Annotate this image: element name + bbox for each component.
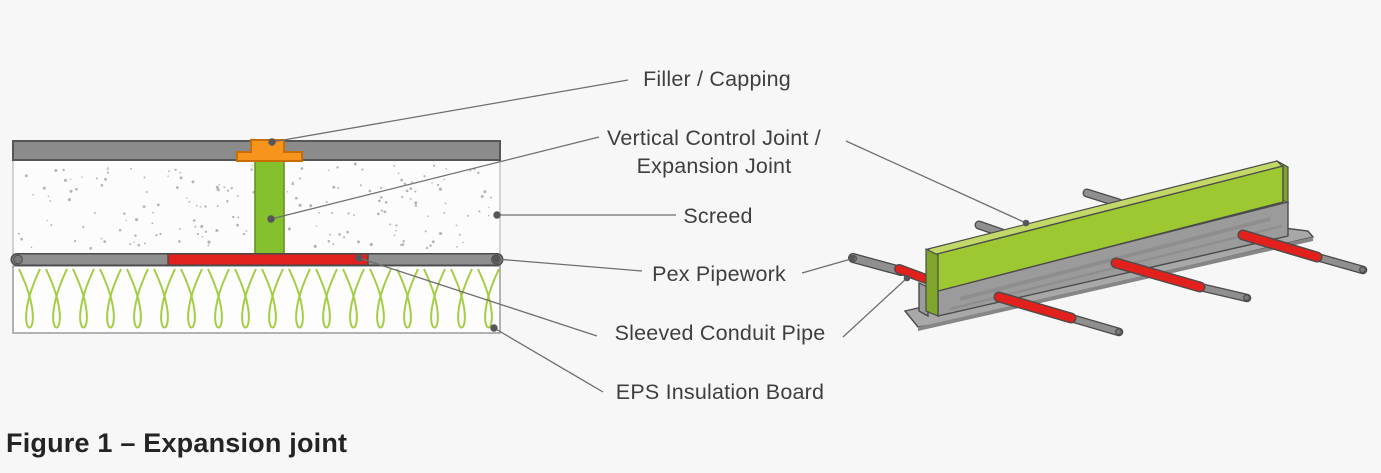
leader-vcj-left	[270, 136, 600, 220]
sleeved-conduit-section	[167, 253, 369, 266]
label-eps-insulation-board: EPS Insulation Board	[615, 380, 825, 404]
leader-dot-sleeved-right	[903, 274, 911, 282]
eps-loop-hatch	[18, 268, 500, 329]
leader-dot-pex-left	[492, 255, 500, 263]
expansion-board	[925, 159, 1289, 317]
leader-sleeved-left	[358, 257, 598, 337]
label-vcj-line2: Expansion Joint	[636, 154, 792, 178]
label-filler-capping: Filler / Capping	[643, 67, 791, 91]
label-vcj-line1: Vertical Control Joint /	[607, 126, 821, 150]
leader-dot-vcj-left	[267, 215, 275, 223]
leader-dot-vcj-right	[1022, 219, 1030, 227]
front-pipes	[993, 229, 1368, 337]
label-pex-pipework: Pex Pipework	[652, 262, 786, 286]
pipe-a	[848, 253, 931, 284]
leader-filler-capping	[271, 79, 629, 143]
leader-dot-sleeved-left	[355, 254, 363, 262]
leader-dot-screed	[493, 211, 501, 219]
leader-dot-eps	[490, 324, 498, 332]
figure-caption: Figure 1 – Expansion joint	[6, 428, 348, 458]
leader-sleeved-right	[842, 277, 908, 338]
pipe-d-end-cap	[1359, 266, 1366, 274]
board-left-end-face	[925, 248, 939, 317]
label-vertical-control-joint: Vertical Control Joint / Expansion Joint	[607, 124, 821, 180]
isometric-diagram	[848, 159, 1368, 337]
leader-dot-pex-right	[849, 255, 855, 261]
pipe-end-cap-left	[13, 254, 23, 265]
filler-capping	[236, 139, 303, 162]
pipe-b-end-cap	[1115, 328, 1122, 336]
label-sleeved-conduit-pipe: Sleeved Conduit Pipe	[614, 321, 826, 345]
leader-eps	[493, 327, 604, 393]
leader-dot-filler	[268, 138, 276, 146]
pipe-c-end-cap	[1243, 294, 1250, 302]
cross-section-diagram	[10, 139, 504, 334]
leader-pex-left	[495, 258, 643, 272]
leader-pex-right	[801, 258, 852, 274]
label-screed: Screed	[683, 204, 753, 228]
pex-pipe-band	[10, 253, 504, 266]
leader-vcj-right	[845, 140, 1027, 224]
